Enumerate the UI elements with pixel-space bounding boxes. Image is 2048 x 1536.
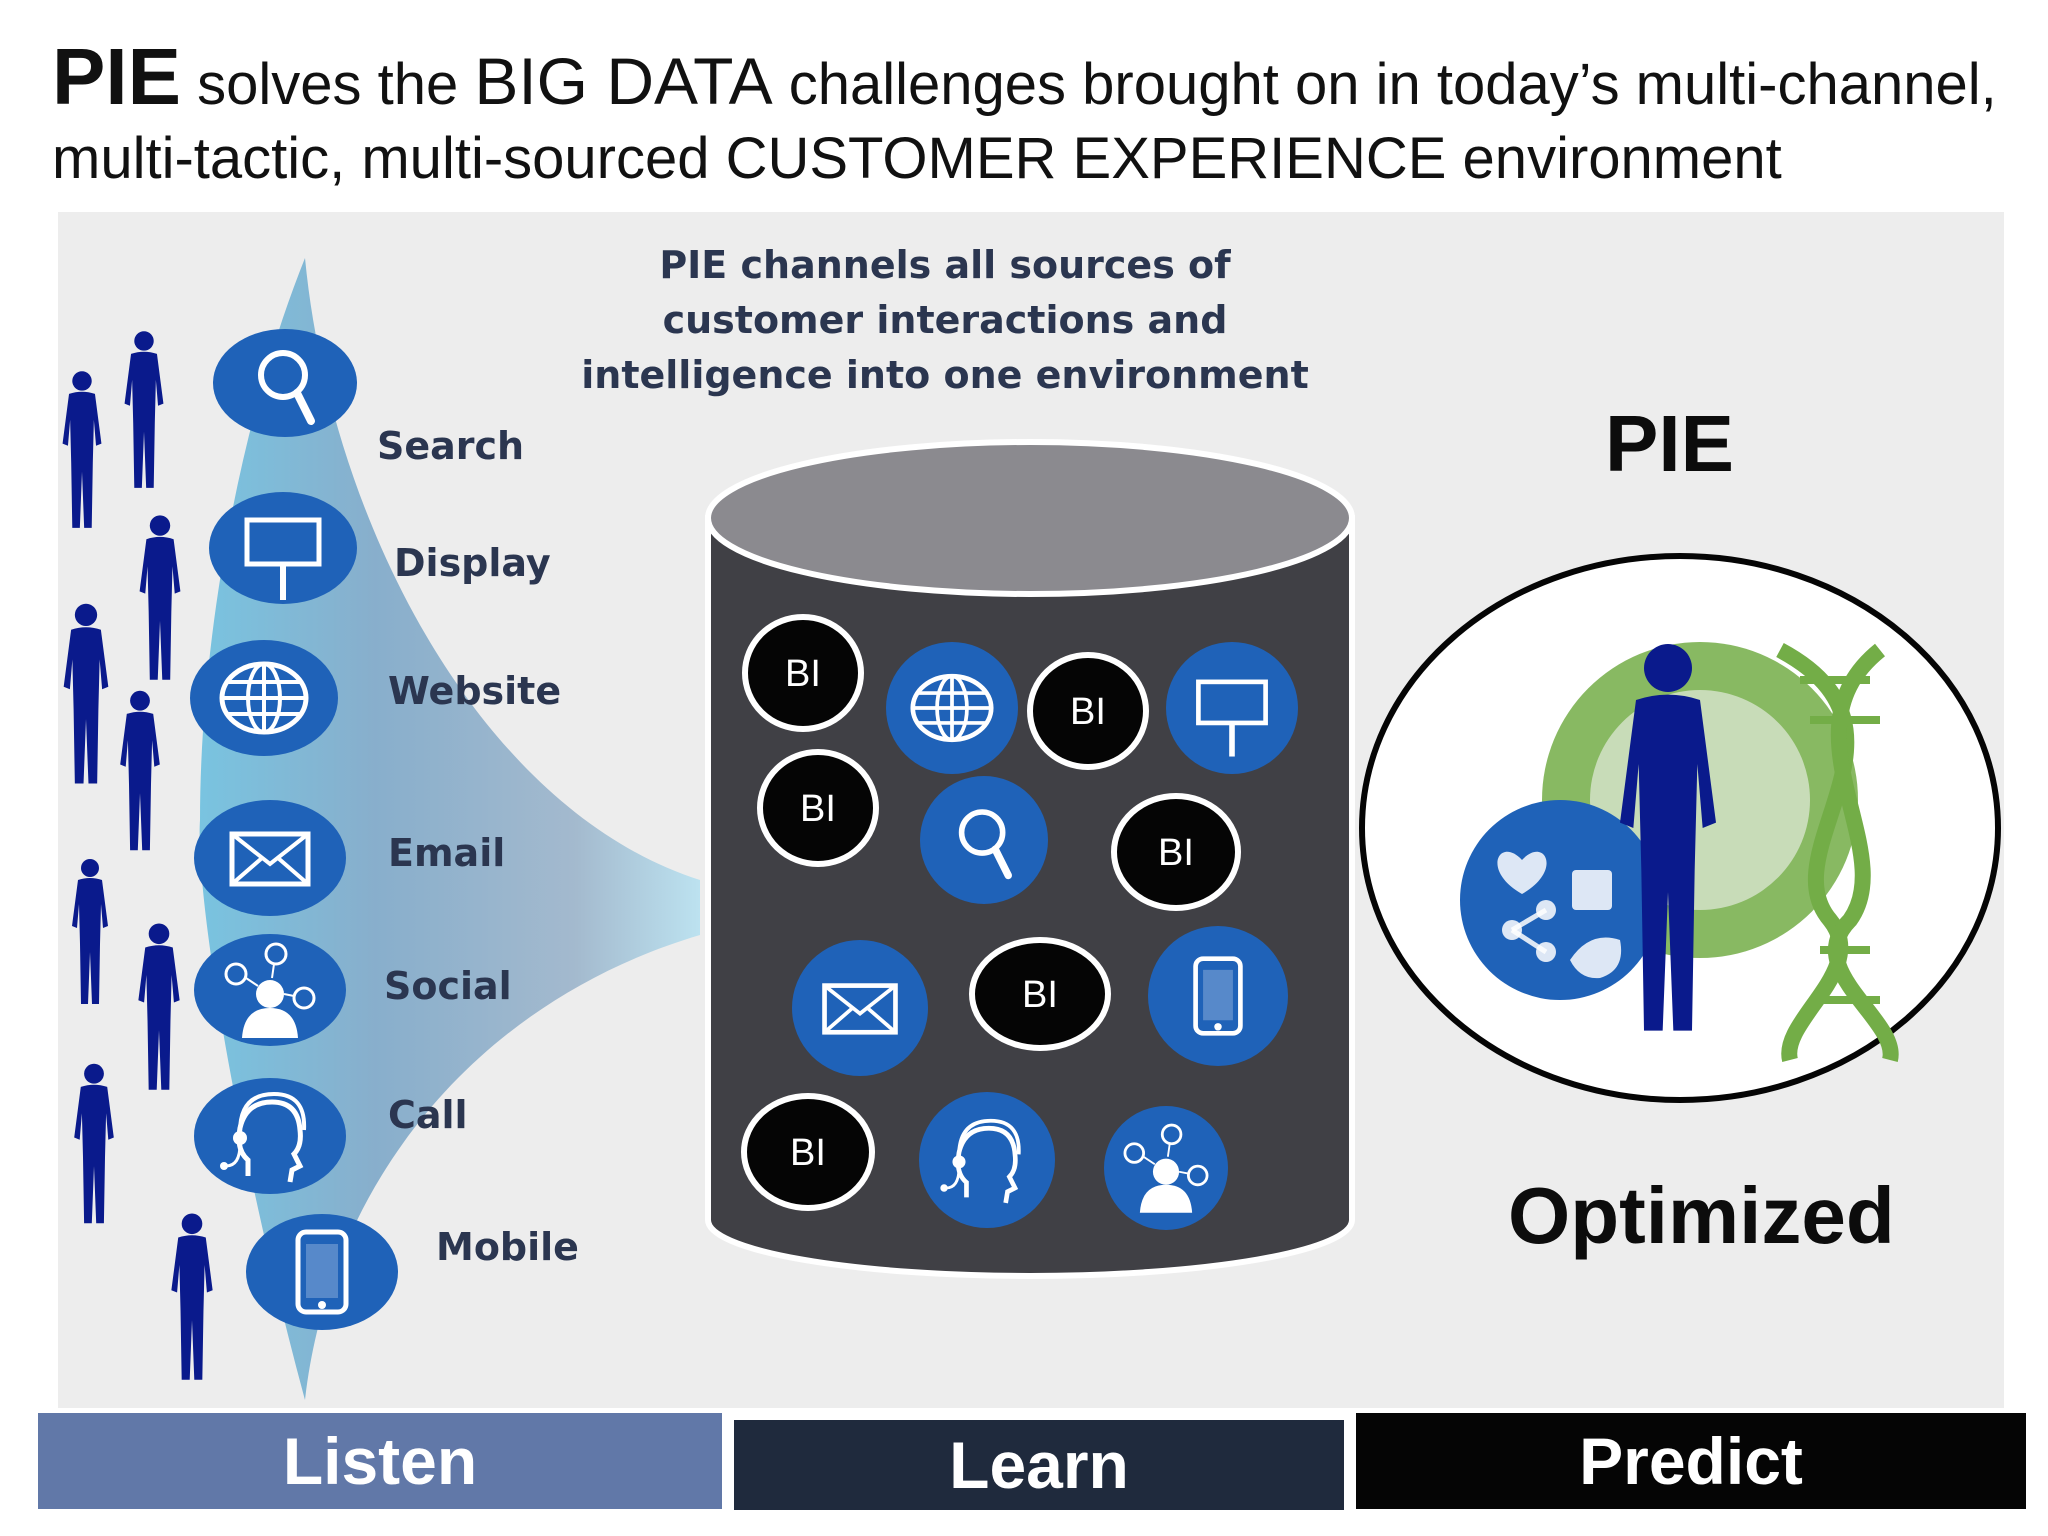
channel-label-email: Email [388, 831, 506, 875]
bi-badge: BI [1027, 652, 1149, 770]
person-figure [62, 371, 102, 528]
channel-label-mobile: Mobile [436, 1225, 579, 1269]
headline-big-data: BIG DATA [474, 44, 773, 118]
diagram-caption: PIE channels all sources of customer int… [581, 243, 1309, 397]
bi-badge: BI [757, 749, 879, 867]
svg-text:BI: BI [785, 653, 821, 695]
social-media-icon [1460, 800, 1660, 1000]
stage-learn: Learn [734, 1420, 1344, 1510]
channel-label-display: Display [394, 541, 551, 585]
optimized-label: Optimized [1508, 1171, 1895, 1260]
crowd [62, 331, 213, 1380]
social-network-icon [194, 934, 346, 1046]
pie-circle [1359, 553, 2001, 1103]
globe-icon [190, 640, 338, 756]
person-figure [139, 515, 181, 680]
bi-badge: BI [969, 937, 1111, 1051]
person-figure [72, 859, 108, 1004]
bi-badge: BI [1111, 793, 1241, 911]
globe-icon [886, 642, 1018, 774]
channel-label-website: Website [388, 669, 562, 713]
headline: PIE solves the BIG DATA challenges broug… [52, 37, 2012, 196]
svg-text:BI: BI [1158, 832, 1194, 874]
headline-part1: solves the [180, 52, 475, 117]
pie-title: PIE [1605, 399, 1734, 488]
svg-text:BI: BI [1022, 974, 1058, 1016]
svg-text:BI: BI [1070, 691, 1106, 733]
smartphone-icon [1148, 926, 1288, 1066]
headline-part2: challenges brought on in today’s multi-c… [52, 52, 1997, 191]
channel-label-call: Call [388, 1093, 468, 1137]
person-figure [63, 603, 109, 784]
person-figure [120, 690, 160, 851]
billboard-icon [1166, 642, 1298, 774]
person-figure [138, 923, 180, 1090]
search-icon [920, 776, 1048, 904]
svg-text:BI: BI [790, 1132, 826, 1174]
headset-icon [919, 1092, 1055, 1228]
envelope-icon [194, 800, 346, 916]
social-network-icon [1104, 1106, 1228, 1230]
cylinder-icons [792, 642, 1298, 1230]
search-icon [213, 329, 357, 437]
svg-text:BI: BI [800, 788, 836, 830]
channel-label-social: Social [384, 964, 512, 1008]
smartphone-icon [246, 1214, 398, 1330]
headset-icon [194, 1078, 346, 1194]
headline-pie: PIE [52, 32, 181, 121]
person-figure [74, 1063, 114, 1224]
channel-icons [190, 329, 398, 1330]
person-figure [171, 1213, 213, 1380]
stage-predict: Predict [1356, 1413, 2026, 1509]
billboard-icon [209, 492, 357, 604]
dna-icon [1776, 642, 1899, 1062]
channel-label-search: Search [377, 424, 525, 468]
envelope-icon [792, 940, 928, 1076]
bi-badge: BI [742, 614, 864, 732]
bi-badge: BI [741, 1093, 875, 1211]
person-figure [124, 331, 164, 488]
bi-badges: BI BI BI BI BI BI [741, 614, 1241, 1211]
stage-listen: Listen [38, 1413, 722, 1509]
